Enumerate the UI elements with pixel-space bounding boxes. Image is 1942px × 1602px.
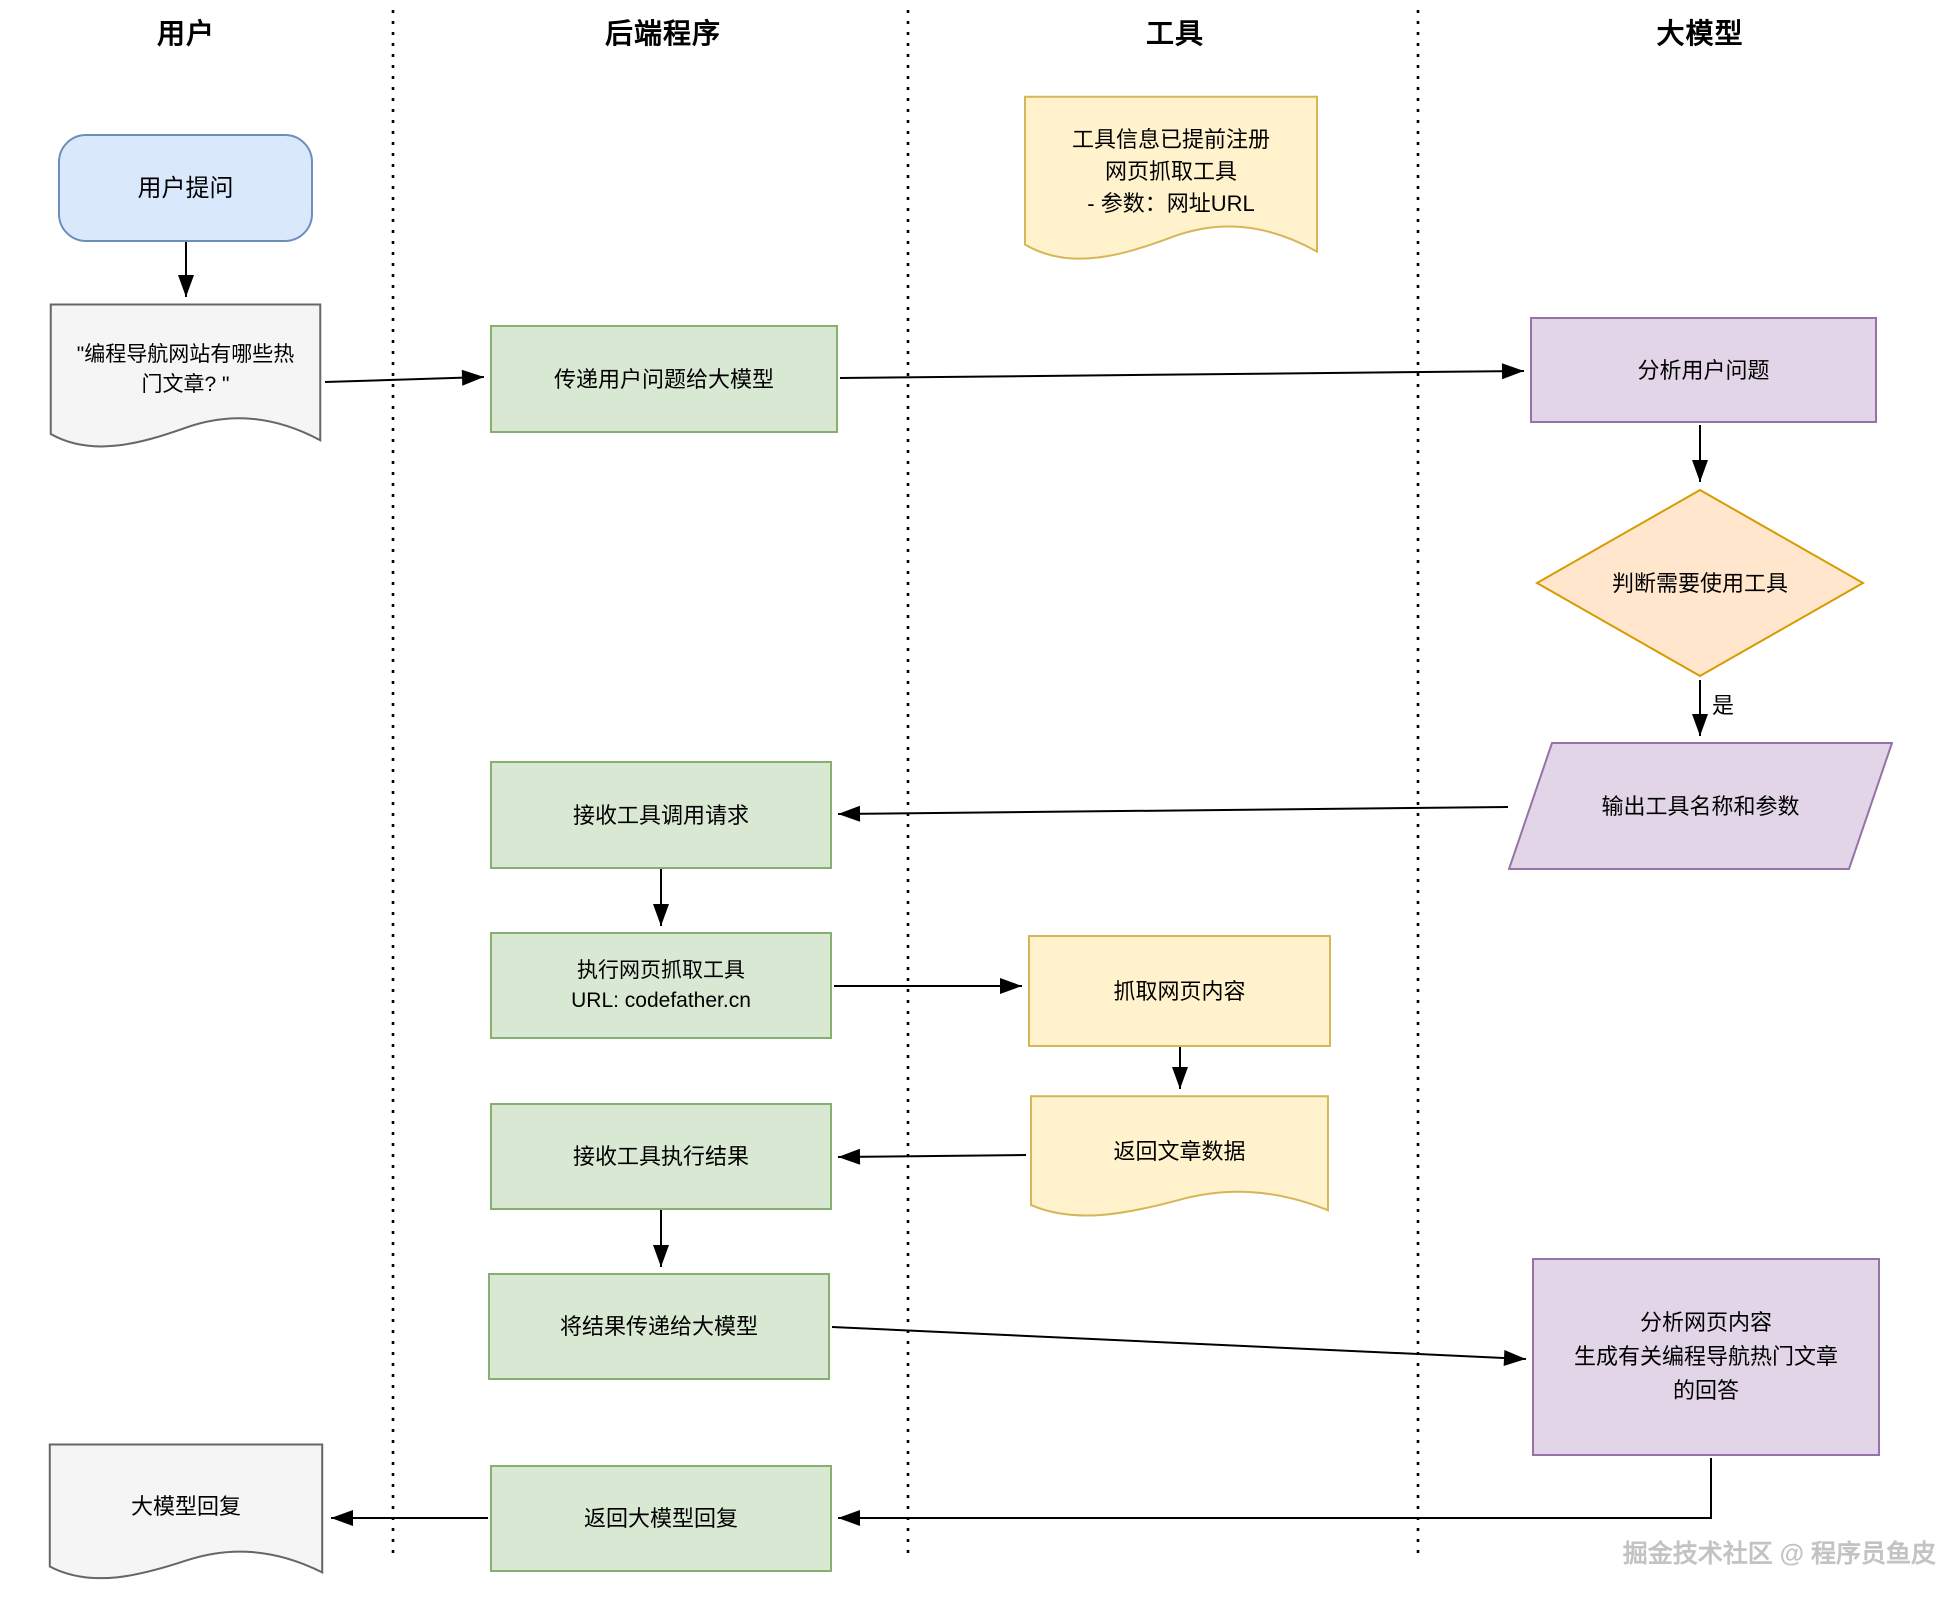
node-user-question: 用户提问 (58, 134, 313, 242)
node-tool-note-label: 工具信息已提前注册 网页抓取工具 - 参数：网址URL (1071, 126, 1270, 216)
node-pass-result: 将结果传递给大模型 (488, 1273, 830, 1380)
node-question-document-label: "编程导航网站有哪些热 门文章? " (76, 343, 295, 397)
node-question-document: "编程导航网站有哪些热 门文章? " (48, 303, 323, 459)
edge-label-yes: 是 (1712, 693, 1735, 718)
node-analyze-question-label: 分析用户问题 (1637, 357, 1770, 383)
node-receive-call-label: 接收工具调用请求 (572, 802, 749, 828)
node-return-reply: 返回大模型回复 (490, 1465, 832, 1572)
lane-header-tool: 工具 (1145, 18, 1204, 49)
node-return-reply-label: 返回大模型回复 (583, 1506, 738, 1531)
node-output-tool-label: 输出工具名称和参数 (1601, 793, 1800, 819)
document-shape (1022, 95, 1320, 273)
node-pass-question-label: 传递用户问题给大模型 (553, 366, 774, 392)
node-pass-result-label: 将结果传递给大模型 (559, 1314, 758, 1339)
parallelogram-shape (1508, 742, 1893, 870)
node-receive-result-label: 接收工具执行结果 (572, 1144, 749, 1169)
diamond-shape (1535, 488, 1865, 678)
node-scrape-page-label: 抓取网页内容 (1113, 978, 1246, 1004)
node-analyze-question: 分析用户问题 (1530, 317, 1877, 423)
node-exec-tool-label: 执行网页抓取工具 URL: codefather.cn (571, 958, 751, 1012)
lane-header-backend: 后端程序 (604, 18, 721, 49)
node-user-question-label: 用户提问 (137, 174, 234, 202)
node-receive-result: 接收工具执行结果 (490, 1103, 832, 1210)
document-shape (1028, 1095, 1331, 1226)
node-scrape-page: 抓取网页内容 (1028, 935, 1331, 1047)
flow-arrows (178, 242, 1712, 1526)
lane-header-llm: 大模型 (1656, 18, 1744, 49)
node-pass-question: 传递用户问题给大模型 (490, 325, 838, 433)
node-tool-note-document: 工具信息已提前注册 网页抓取工具 - 参数：网址URL (1022, 95, 1320, 273)
node-exec-tool: 执行网页抓取工具 URL: codefather.cn (490, 932, 832, 1039)
node-model-reply-label: 大模型回复 (130, 1493, 241, 1519)
watermark-text: 掘金技术社区 @ 程序员鱼皮 (1622, 1540, 1936, 1568)
node-model-reply-document: 大模型回复 (47, 1443, 325, 1590)
node-analyze-content: 分析网页内容 生成有关编程导航热门文章 的回答 (1532, 1258, 1880, 1456)
document-shape (48, 303, 323, 459)
node-receive-call: 接收工具调用请求 (490, 761, 832, 869)
node-decide-tool-label: 判断需要使用工具 (1611, 570, 1788, 596)
node-analyze-content-label: 分析网页内容 生成有关编程导航热门文章 的回答 (1573, 1310, 1838, 1403)
lane-header-user: 用户 (156, 18, 215, 49)
node-output-tool-parallelogram: 输出工具名称和参数 (1508, 742, 1893, 870)
node-return-articles-label: 返回文章数据 (1113, 1138, 1246, 1164)
node-decide-tool-diamond: 判断需要使用工具 (1535, 488, 1865, 678)
node-return-articles-document: 返回文章数据 (1028, 1095, 1331, 1226)
document-shape (47, 1443, 325, 1590)
